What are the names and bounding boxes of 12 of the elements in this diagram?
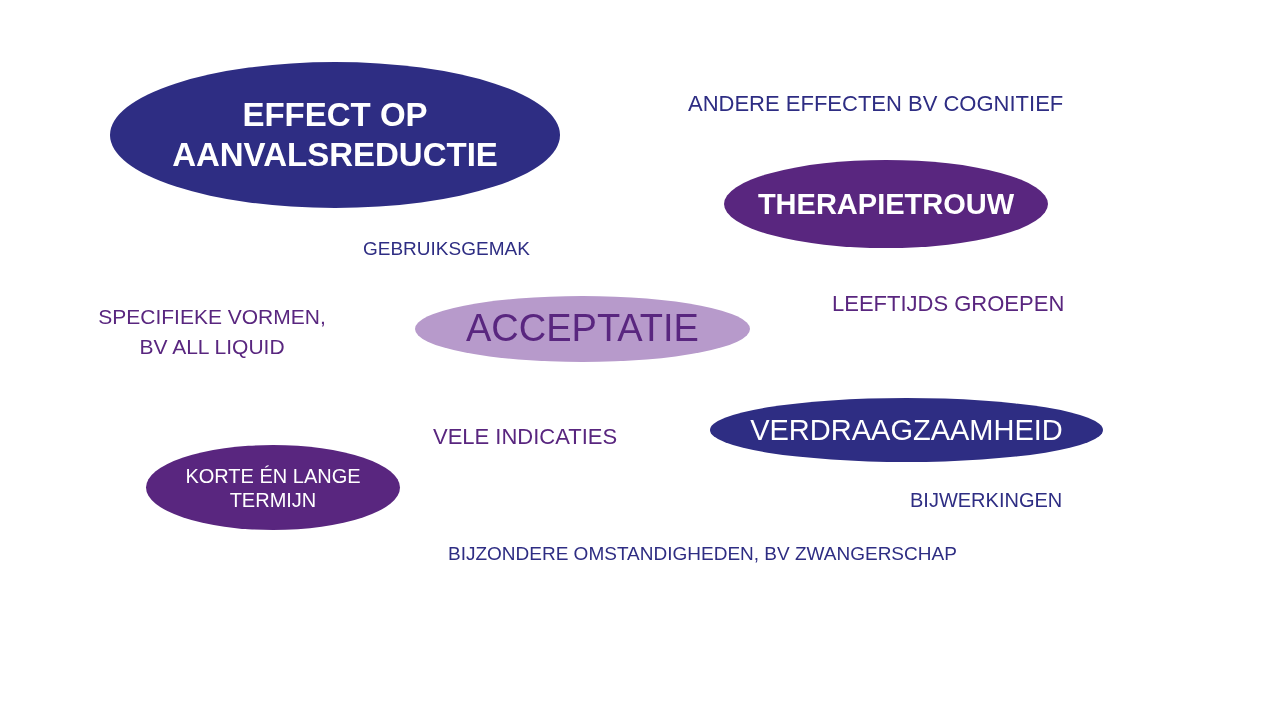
text-label: GEBRUIKSGEMAK <box>363 237 530 261</box>
text-label: VELE INDICATIES <box>433 423 618 451</box>
ellipse-label: VERDRAAGZAAMHEID <box>750 412 1063 448</box>
text-label: BIJZONDERE OMSTANDIGHEDEN, BV ZWANGERSCHAP <box>448 542 957 566</box>
ellipse-label: THERAPIETROUW <box>757 186 1015 222</box>
text-label: LEEFTIJDS GROEPEN <box>832 290 1065 318</box>
ellipse-label: EFFECT OP AANVALSREDUCTIE <box>171 95 499 175</box>
text-label: SPECIFIEKE VORMEN, BV ALL LIQUID <box>97 304 327 361</box>
ellipse-label: KORTE ÉN LANGE TERMIJN <box>184 463 362 512</box>
text-label: BIJWERKINGEN <box>910 488 1063 513</box>
text-label: ANDERE EFFECTEN BV COGNITIEF <box>688 90 1064 118</box>
ellipse-label: ACCEPTATIE <box>466 306 699 352</box>
